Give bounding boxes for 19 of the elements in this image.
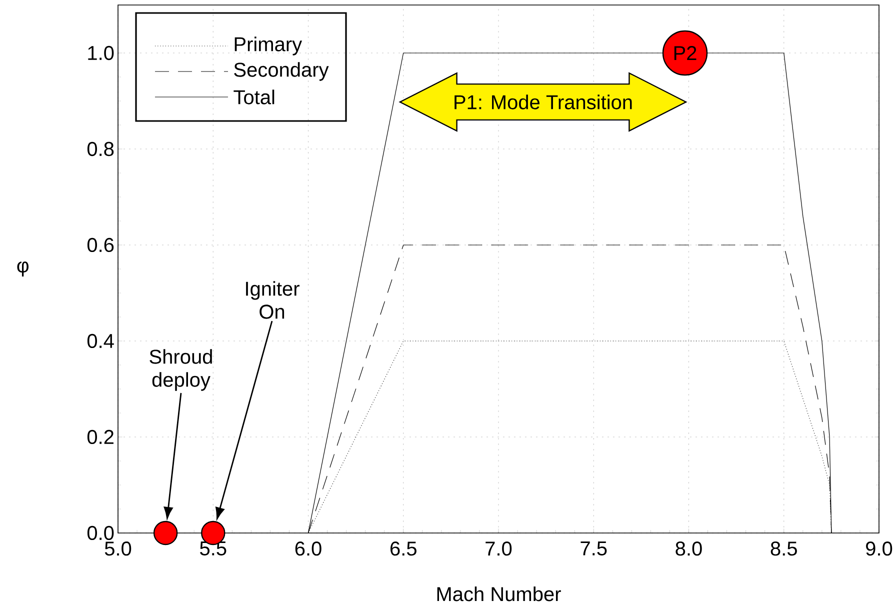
x-tick-label: 8.5 (770, 542, 797, 556)
y-tick-label: 1.0 (88, 46, 114, 60)
legend-label: Total (234, 90, 274, 104)
y-tick-label: 0.6 (87, 238, 114, 252)
legend-label: Secondary (234, 62, 329, 81)
legend-label: Primary (234, 36, 302, 56)
y-axis-title: φ (17, 262, 29, 276)
x-tick-label: 7.0 (486, 542, 512, 556)
x-tick-label: 6.5 (390, 542, 416, 556)
x-tick-label: 7.5 (580, 542, 607, 556)
x-tick-label: 9.0 (866, 542, 892, 556)
x-tick-label: 6.0 (295, 542, 322, 556)
x-tick-label: 5.0 (104, 542, 132, 556)
y-tick-label: 0.0 (87, 526, 114, 540)
x-axis-title: Mach Number (437, 586, 561, 602)
y-tick-label: 0.8 (87, 142, 114, 156)
y-tick-label: 0.4 (87, 334, 114, 348)
y-tick-label: 0.2 (87, 430, 114, 444)
x-tick-label: 8.0 (676, 542, 702, 556)
